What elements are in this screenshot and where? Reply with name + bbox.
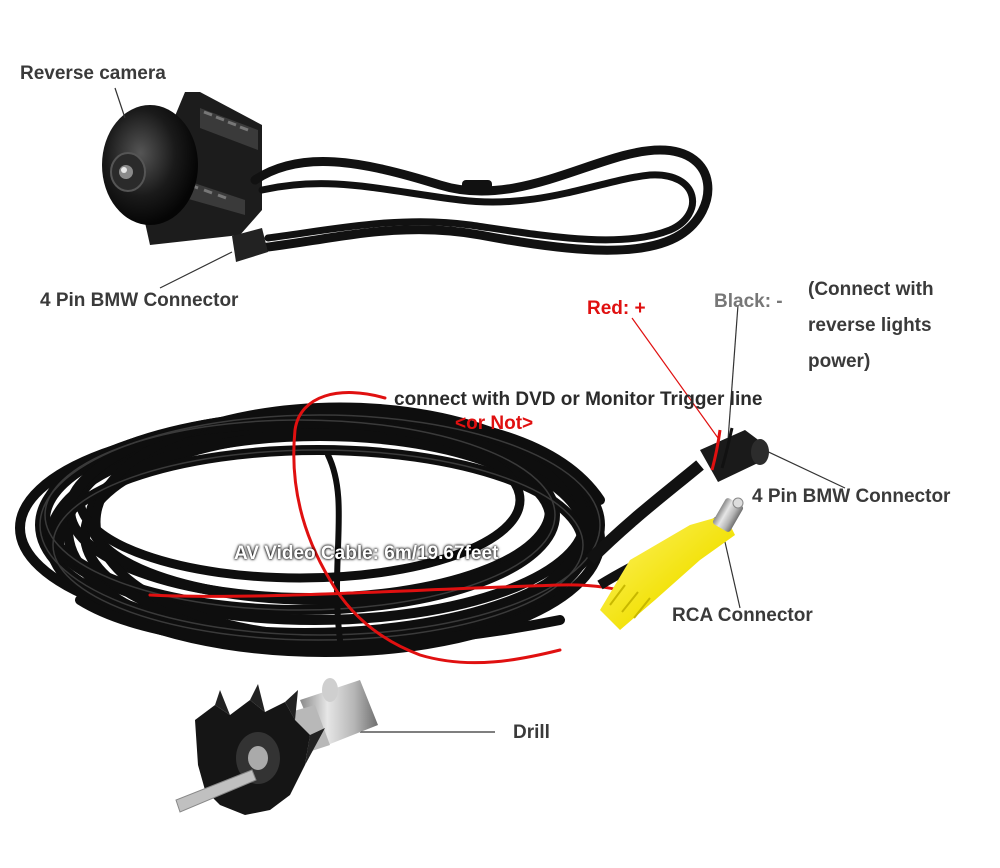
label-connector-right: 4 Pin BMW Connector [752,486,951,507]
label-red-wire: Red: + [587,298,646,319]
label-reverse-note: (Connect with reverse lights power) [808,272,934,380]
camera-cable [250,145,713,255]
top-connector [232,228,268,262]
cable-coil [15,402,605,657]
trigger-wire [148,391,642,665]
label-trigger-line: connect with DVD or Monitor Trigger line [394,389,763,410]
pointer-lines [114,87,846,733]
label-drill: Drill [513,722,550,743]
label-connector-top: 4 Pin BMW Connector [40,290,239,311]
label-reverse-note-line1: (Connect with [808,279,934,300]
label-cable-length: AV Video Cable: 6m/19.67feet [234,543,499,564]
right-connectors [585,427,769,630]
label-black-wire: Black: - [714,291,783,312]
label-rca: RCA Connector [672,605,813,626]
label-reverse-note-line3: power) [808,351,871,372]
reverse-camera [102,92,262,245]
label-reverse-note-line2: reverse lights [808,315,932,336]
red-pointer [631,317,719,439]
label-or-not: <or Not> [455,413,534,434]
drill [175,678,378,815]
label-reverse-camera: Reverse camera [20,63,166,84]
